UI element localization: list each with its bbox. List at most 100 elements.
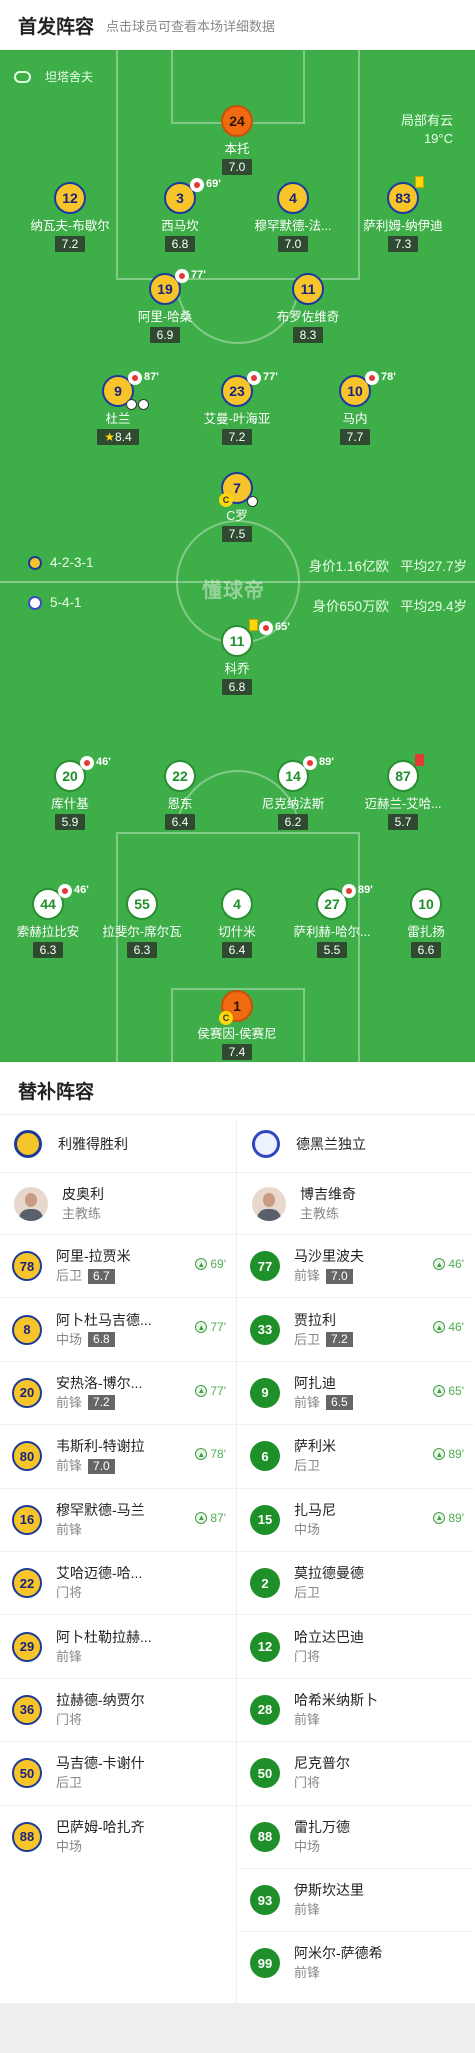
player-away-10[interactable]: 10 雷扎扬 6.6 [371,888,475,959]
player-meta: 前锋 [294,1900,424,1920]
player-name: 雷扎万德 [294,1818,350,1835]
page-title: 首发阵容 [18,17,95,38]
player-name: 索赫拉比安 [16,925,80,939]
player-rating: 7.2 [88,1395,115,1411]
substitution-icon [128,371,142,385]
player-away-4[interactable]: 4 切什米 6.4 [182,888,292,959]
captain-badge: C [219,493,233,507]
home-team-row[interactable]: 利雅得胜利 [0,1116,236,1172]
player-away-22[interactable]: 22 恩东 6.4 [125,760,235,831]
player-name: 莫拉德曼德 [294,1565,364,1582]
player-number: 12 [54,182,86,214]
sub-in-minute: 78' [210,1447,226,1462]
player-meta: 后卫 [294,1583,424,1603]
sub-in-minute: 46' [448,1257,464,1271]
player-away-87[interactable]: 87 迈赫兰-艾哈... 5.7 [348,754,458,831]
player-number: 4 [221,888,253,920]
player-home-11[interactable]: 11 布罗佐维奇 8.3 [253,273,363,344]
player-rating: 7.2 [54,236,86,252]
player-number: 80 [12,1441,42,1472]
player-rating: 6.7 [88,1268,115,1284]
player-number: 36 [12,1694,42,1725]
sub-in-indicator: ▲78' [195,1447,226,1461]
player-rating: 6.5 [326,1395,353,1411]
home-coach[interactable]: 皮奥利主教练 [0,1172,236,1234]
player-name: 切什米 [218,925,256,939]
sub-in-indicator: ▲89' [433,1447,464,1461]
player-home-24[interactable]: 24 本托 7.0 [182,105,292,176]
substitution-icon [303,756,317,770]
player-away-55[interactable]: 55 拉斐尔-席尔瓦 6.3 [87,888,197,959]
player-rating: 7.7 [339,429,371,445]
player-rating: 7.0 [326,1268,353,1284]
player-rating: 8.4 [115,430,132,444]
player-name: 马沙里波夫 [294,1248,364,1265]
away-team-row[interactable]: 德黑兰独立 [238,1116,474,1172]
player-home-83[interactable]: 83 萨利姆-纳伊迪 7.3 [348,176,458,253]
player-name: 萨利赫-哈尔... [293,925,371,939]
player-rating: 8.3 [292,327,324,343]
player-name: 恩东 [167,797,193,811]
coach-avatar [252,1186,286,1221]
stadium-icon [14,70,31,83]
away-coach[interactable]: 博吉维奇主教练 [238,1172,474,1234]
player-rating: 6.8 [221,679,253,695]
page-footer [0,2003,475,2053]
player-number: 6 [250,1441,280,1472]
player-meta: 中场 [56,1837,186,1857]
sub-in-arrow-icon: ▲ [433,1448,446,1461]
substitute-row[interactable]: 6 萨利米后卫 ▲89' [238,1424,474,1487]
player-number: 1 [233,998,241,1014]
player-home-12[interactable]: 12 纳瓦夫-布歇尔 7.2 [15,182,125,253]
player-rating: 7.5 [221,526,253,542]
player-home-4[interactable]: 4 穆罕默德-法... 7.0 [238,182,348,253]
player-name: 阿扎迪 [294,1374,336,1391]
home-formation: 4-2-3-1 [50,555,94,570]
player-number-wrap: 83 [387,176,424,214]
player-info: 萨利米后卫 [294,1436,424,1476]
player-number: 27 [324,896,340,912]
sub-in-indicator: ▲87' [195,1511,226,1525]
player-number: 4 [277,182,309,214]
sub-in-arrow-icon: ▲ [195,1384,208,1397]
